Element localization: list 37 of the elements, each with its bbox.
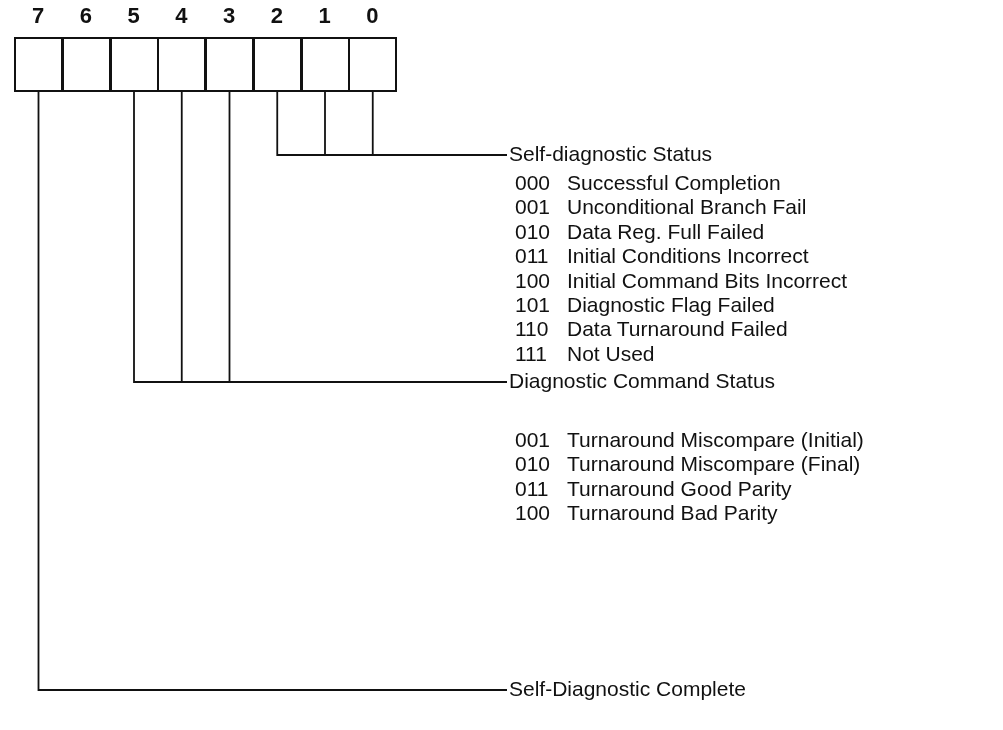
status-code: 011 — [515, 476, 549, 501]
status-description: Initial Command Bits Incorrect — [567, 268, 848, 293]
status-description: Diagnostic Flag Failed — [567, 293, 775, 317]
bit-number: 0 — [365, 3, 380, 29]
status-code: 110 — [515, 317, 549, 342]
status-description: Successful Completion — [567, 171, 781, 195]
bit-number: 3 — [221, 3, 237, 29]
field-label: Self-Diagnostic Complete — [509, 677, 746, 701]
field-label: Self-diagnostic Status — [509, 142, 713, 166]
status-description: Turnaround Bad Parity — [567, 501, 778, 526]
status-description: Turnaround Good Parity — [567, 476, 792, 501]
leader-line — [37, 91, 508, 691]
status-code: 011 — [515, 244, 549, 269]
status-code: 000 — [515, 171, 551, 195]
bit-number: 5 — [126, 3, 141, 29]
bit-number: 4 — [174, 3, 189, 29]
status-description: Unconditional Branch Fail — [567, 195, 807, 220]
status-code: 010 — [515, 452, 551, 477]
status-code: 001 — [515, 195, 551, 220]
bit-number: 7 — [30, 3, 46, 29]
status-description: Data Turnaround Failed — [567, 317, 788, 342]
status-code: 001 — [515, 428, 551, 452]
leader-line — [371, 91, 508, 156]
status-description: Data Reg. Full Failed — [567, 219, 765, 244]
field-label: Diagnostic Command Status — [509, 369, 776, 393]
status-code: 010 — [515, 219, 551, 244]
bit-number: 1 — [317, 3, 332, 29]
status-code: 101 — [515, 293, 551, 317]
status-description: Turnaround Miscompare (Final) — [567, 452, 861, 477]
status-description: Not Used — [567, 341, 655, 366]
status-code: 100 — [515, 268, 551, 293]
bit-number: 2 — [269, 3, 284, 29]
status-code: 100 — [515, 501, 551, 526]
status-description: Turnaround Miscompare (Initial) — [567, 428, 864, 452]
status-code: 111 — [515, 341, 547, 366]
status-description: Initial Conditions Incorrect — [567, 244, 809, 269]
bit-number: 6 — [78, 3, 93, 29]
